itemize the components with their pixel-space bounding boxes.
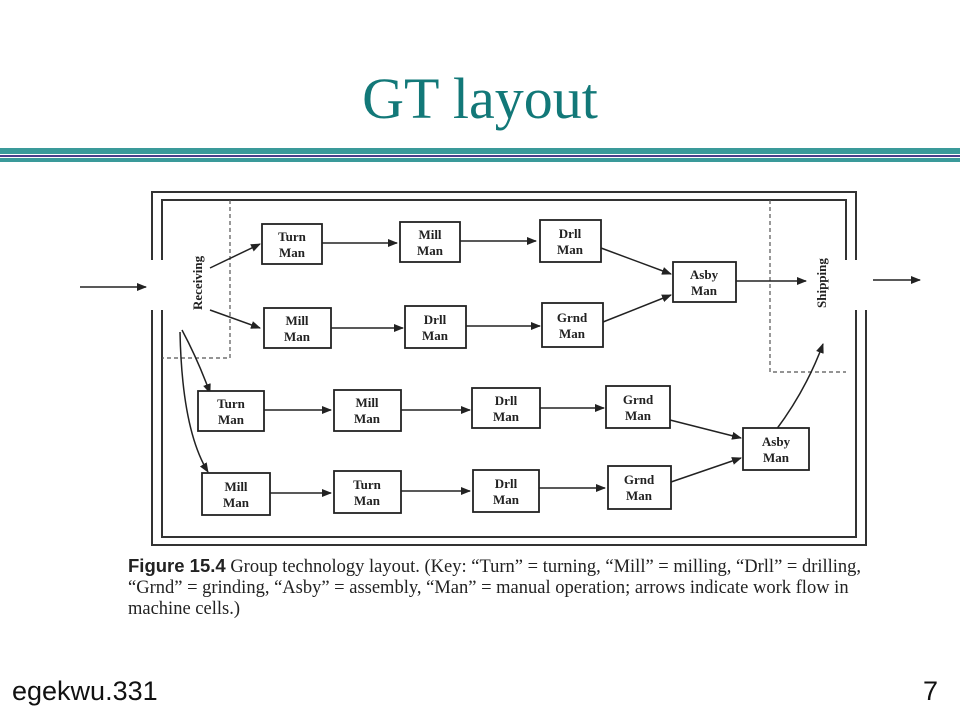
- svg-text:Man: Man: [626, 488, 653, 503]
- machine-box: Turn Man: [261, 223, 323, 265]
- shipping-label: Shipping: [814, 258, 829, 308]
- svg-text:Man: Man: [763, 450, 790, 465]
- machine-box: Drll Man: [471, 387, 541, 429]
- svg-text:Turn: Turn: [353, 477, 381, 492]
- assembly-box: Asby Man: [742, 427, 810, 471]
- title-rule-teal-top: [0, 148, 960, 154]
- building-walls: [151, 191, 867, 546]
- gt-layout-diagram: Receiving Shipping Turn Man Mill Man: [80, 191, 921, 546]
- machine-box: Mill Man: [201, 472, 271, 516]
- machine-box: Turn Man: [333, 470, 402, 514]
- svg-text:Man: Man: [223, 495, 250, 510]
- footer-course-code: egekwu.331: [12, 676, 158, 706]
- svg-text:Grnd: Grnd: [557, 310, 588, 325]
- svg-text:Man: Man: [691, 283, 718, 298]
- machine-box: Grnd Man: [541, 302, 604, 348]
- machine-box: Drll Man: [404, 305, 467, 349]
- svg-text:Drll: Drll: [424, 312, 447, 327]
- figure-label: Figure 15.4: [128, 555, 226, 576]
- svg-text:Drll: Drll: [495, 393, 518, 408]
- svg-text:Man: Man: [557, 242, 584, 257]
- machine-box: Turn Man: [197, 390, 265, 432]
- svg-text:Man: Man: [284, 329, 311, 344]
- title-rule-teal-bottom: [0, 158, 960, 162]
- assembly-box: Asby Man: [672, 261, 737, 303]
- svg-text:Asby: Asby: [690, 267, 719, 282]
- svg-text:Man: Man: [559, 326, 586, 341]
- svg-text:Turn: Turn: [217, 396, 245, 411]
- receiving-label: Receiving: [190, 255, 205, 310]
- slide-number: 7: [922, 676, 938, 706]
- svg-text:Man: Man: [422, 328, 449, 343]
- machine-box: Mill Man: [263, 307, 332, 349]
- svg-text:Mill: Mill: [418, 227, 441, 242]
- machine-box: Drll Man: [539, 219, 602, 263]
- svg-text:Asby: Asby: [762, 434, 791, 449]
- caption-text: Group technology layout. (Key: “Turn” = …: [128, 557, 862, 619]
- svg-text:Man: Man: [625, 408, 652, 423]
- svg-text:Man: Man: [354, 411, 381, 426]
- svg-text:Mill: Mill: [285, 313, 308, 328]
- title-rule-purple: [0, 155, 960, 157]
- machine-box: Grnd Man: [607, 465, 672, 510]
- svg-text:Man: Man: [417, 243, 444, 258]
- svg-text:Man: Man: [218, 412, 245, 427]
- svg-text:Turn: Turn: [278, 229, 306, 244]
- svg-text:Grnd: Grnd: [623, 392, 654, 407]
- machine-box: Drll Man: [472, 469, 540, 513]
- machine-box: Grnd Man: [605, 385, 671, 429]
- svg-text:Man: Man: [493, 492, 520, 507]
- svg-text:Man: Man: [354, 493, 381, 508]
- svg-text:Mill: Mill: [355, 395, 378, 410]
- machine-box: Mill Man: [333, 389, 402, 432]
- svg-text:Man: Man: [493, 409, 520, 424]
- machine-box: Mill Man: [399, 221, 461, 263]
- svg-text:Man: Man: [279, 245, 306, 260]
- svg-text:Drll: Drll: [495, 476, 518, 491]
- dashed-zones: [162, 200, 846, 373]
- flow-arrows: [80, 237, 921, 497]
- svg-text:Mill: Mill: [224, 479, 247, 494]
- svg-text:Drll: Drll: [559, 226, 582, 241]
- slide-title: GT layout: [362, 66, 598, 131]
- svg-text:Grnd: Grnd: [624, 472, 655, 487]
- figure-caption: Figure 15.4 Group technology layout. (Ke…: [128, 555, 908, 620]
